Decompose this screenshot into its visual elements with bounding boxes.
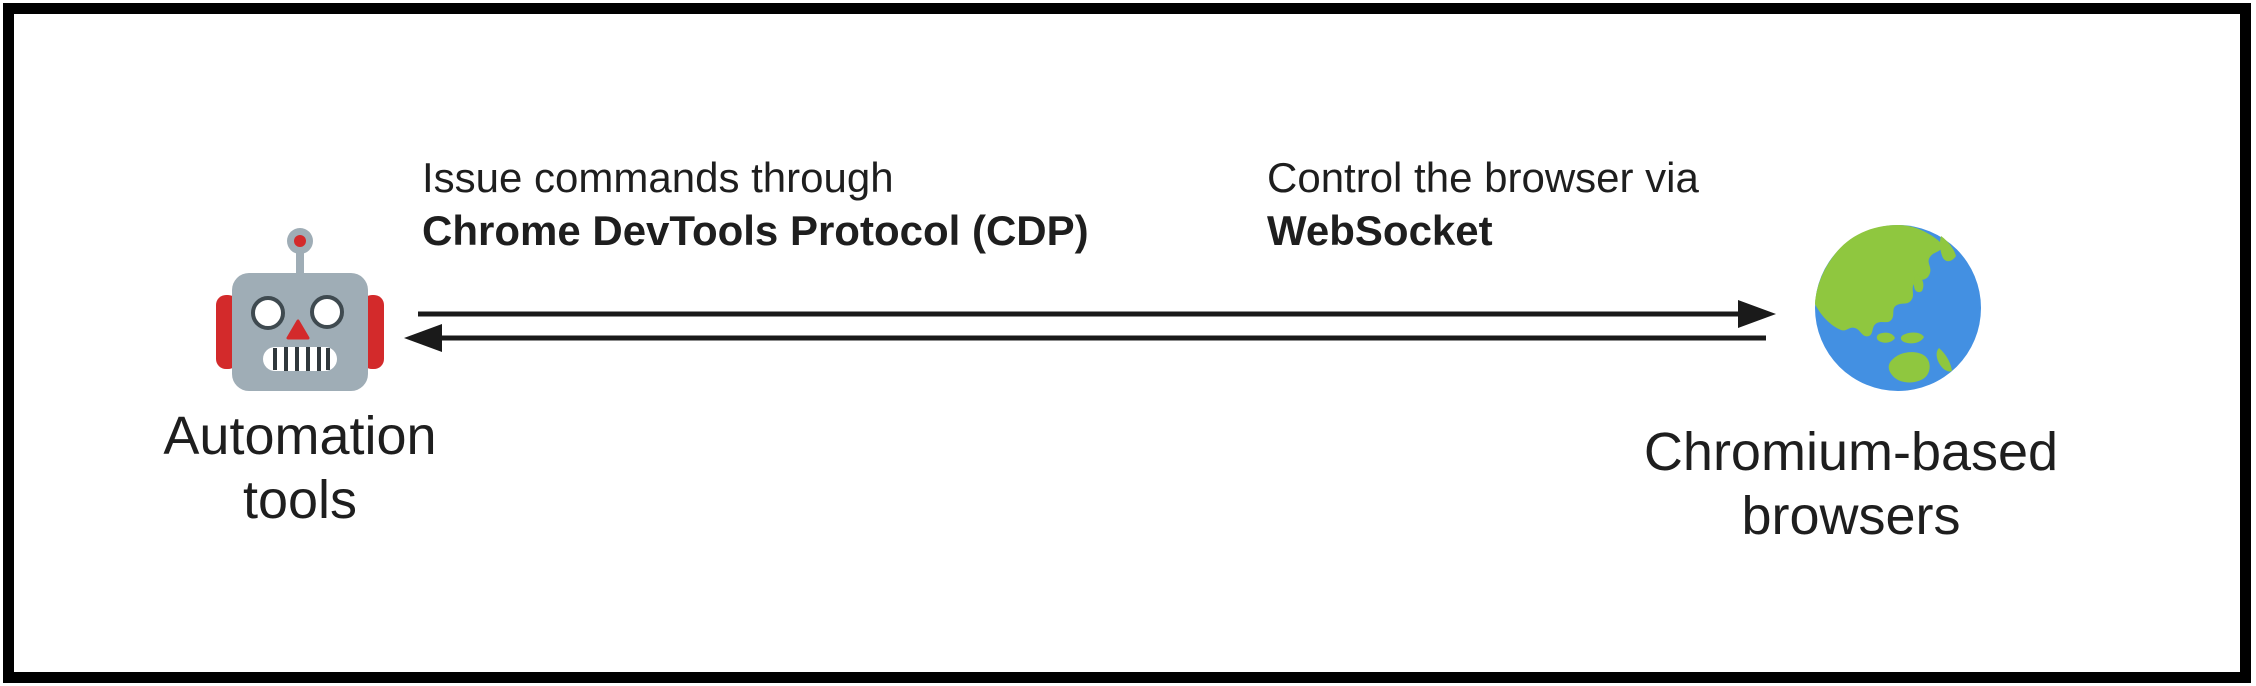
cdp-annotation: Issue commands through Chrome DevTools P… (422, 151, 1089, 257)
automation-tools-label-line2: tools (242, 470, 358, 530)
cdp-annotation-bold: Chrome DevTools Protocol (CDP) (422, 207, 1089, 254)
arrow-left-to-right (418, 300, 1776, 328)
bidirectional-arrows (404, 300, 1776, 352)
automation-tools-label: Automation tools (100, 404, 500, 532)
arrow-right-to-left (404, 324, 1766, 352)
robot-teeth (273, 347, 330, 371)
chromium-browsers-label-line2: browsers (1741, 486, 1961, 546)
cdp-annotation-regular: Issue commands through (422, 154, 894, 201)
globe-icon-svg (1815, 225, 1981, 391)
websocket-annotation-regular: Control the browser via (1267, 154, 1699, 201)
robot-icon (215, 227, 385, 397)
chromium-browsers-label-line1: Chromium-based (1643, 422, 2059, 482)
websocket-annotation-bold: WebSocket (1267, 207, 1493, 254)
globe-icon (1813, 222, 1983, 394)
robot-icon-svg (216, 228, 384, 391)
websocket-annotation: Control the browser via WebSocket (1267, 151, 1699, 257)
chromium-browsers-label: Chromium-based browsers (1591, 420, 2111, 548)
automation-tools-label-line1: Automation (163, 406, 437, 466)
